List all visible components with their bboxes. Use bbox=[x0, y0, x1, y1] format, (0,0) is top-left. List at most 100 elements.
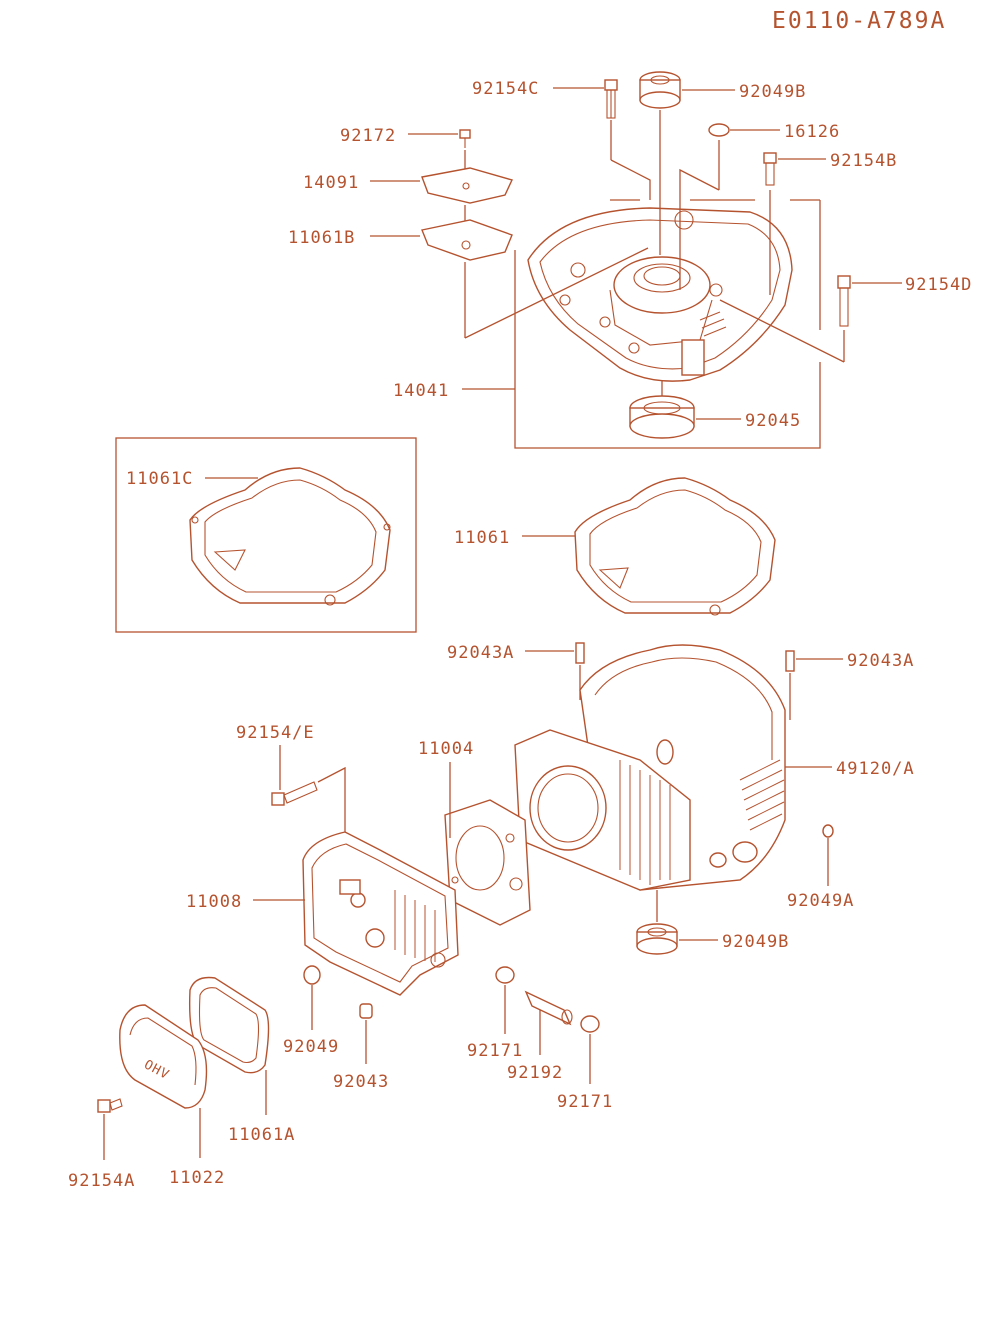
gasket-hole bbox=[324, 594, 336, 606]
leader bbox=[464, 247, 649, 339]
label-11061B: 11061B bbox=[288, 228, 355, 248]
diagram-code: E0110-A789A bbox=[772, 8, 946, 34]
gasket-hole bbox=[505, 833, 515, 843]
bolt-92154D-body bbox=[839, 287, 849, 327]
cover-hole bbox=[628, 342, 640, 354]
cover-hole bbox=[559, 294, 571, 306]
gasket-hole bbox=[191, 516, 199, 524]
rocker-cover-ridge bbox=[129, 1017, 197, 1086]
label-11022: 11022 bbox=[169, 1168, 225, 1188]
cylinder-bore bbox=[529, 765, 607, 851]
label-92043: 92043 bbox=[333, 1072, 389, 1092]
leader bbox=[679, 168, 720, 290]
bolt-92154C-body bbox=[606, 89, 616, 119]
plug-92049A bbox=[822, 824, 834, 838]
cover-tab bbox=[681, 339, 705, 376]
gasket-11004-bore bbox=[455, 825, 505, 891]
bearing-92045-bottom bbox=[629, 413, 695, 439]
crankcase-cover-flange bbox=[539, 219, 781, 370]
label-92171-left: 92171 bbox=[467, 1041, 523, 1061]
leader bbox=[610, 159, 651, 200]
head-valve bbox=[365, 928, 385, 948]
label-92045: 92045 bbox=[745, 411, 801, 431]
gasket-11061A-inner bbox=[198, 987, 260, 1064]
rocker-cover-11022 bbox=[119, 1004, 208, 1109]
bracket-14041 bbox=[514, 250, 821, 449]
label-11061A: 11061A bbox=[228, 1125, 295, 1145]
hose-92192-end bbox=[561, 1009, 573, 1025]
dowel-92043A-right bbox=[785, 650, 795, 672]
label-11004: 11004 bbox=[418, 739, 474, 759]
gasket-11061C bbox=[189, 467, 391, 604]
hose-92192 bbox=[524, 990, 572, 1026]
clamp-92171-left bbox=[495, 966, 515, 984]
gasket-hole bbox=[709, 604, 721, 616]
cylinder-block-group: 92043A 92043A 49120/A 92049A 92049B bbox=[447, 642, 915, 955]
bolt-92154A-body bbox=[109, 1098, 123, 1111]
gasket-11061C-cutout bbox=[213, 549, 246, 571]
cover-hole bbox=[674, 210, 694, 230]
head-fins bbox=[394, 890, 436, 962]
gasket-11061-cutout bbox=[598, 567, 629, 589]
gasket-11004 bbox=[444, 799, 531, 926]
label-92154B: 92154B bbox=[830, 151, 897, 171]
label-92049B-top: 92049B bbox=[739, 82, 806, 102]
label-11061: 11061 bbox=[454, 528, 510, 548]
gasket-hole bbox=[509, 877, 523, 891]
seal-92049B-bottom-base bbox=[636, 937, 678, 955]
bearing-92045-bore bbox=[643, 401, 681, 415]
head-rocker bbox=[350, 892, 366, 908]
label-92192: 92192 bbox=[507, 1063, 563, 1083]
label-11061C: 11061C bbox=[126, 469, 193, 489]
rocker-cover-group: 11061A OHV 11022 92154A bbox=[68, 976, 295, 1191]
label-14091: 14091 bbox=[303, 173, 359, 193]
seal-92049B-bottom-hole bbox=[647, 927, 667, 937]
gasket-hole bbox=[451, 876, 459, 884]
plate-14091 bbox=[421, 167, 513, 204]
part-92049 bbox=[303, 965, 321, 985]
cylinder-fins bbox=[619, 760, 671, 885]
block-port-small bbox=[709, 852, 727, 868]
crankcase-boss bbox=[656, 739, 674, 765]
cover-hole bbox=[599, 316, 611, 328]
leader bbox=[317, 766, 346, 832]
cover-hole bbox=[709, 283, 723, 297]
bolt-92154A-head bbox=[97, 1099, 111, 1113]
leader bbox=[719, 299, 845, 363]
label-92171-right: 92171 bbox=[557, 1092, 613, 1112]
gasket-11061C-box bbox=[115, 437, 417, 633]
block-fins bbox=[739, 759, 785, 831]
plate-hole bbox=[462, 182, 470, 190]
screw-92172 bbox=[459, 129, 471, 139]
label-92154E: 92154/E bbox=[236, 723, 315, 743]
bolt-92154D-head bbox=[837, 275, 851, 289]
label-11008: 11008 bbox=[186, 892, 242, 912]
cylinder-head-group: 92154/E 11008 bbox=[186, 723, 459, 996]
gasket-11061B bbox=[421, 219, 513, 261]
head-hole bbox=[430, 952, 446, 968]
clamp-92171-right bbox=[580, 1015, 600, 1033]
small-parts-group: 92049 92043 92171 92192 92171 bbox=[283, 965, 613, 1112]
label-92049: 92049 bbox=[283, 1037, 339, 1057]
label-92154A: 92154A bbox=[68, 1171, 135, 1191]
label-92172: 92172 bbox=[340, 126, 396, 146]
label-49120A: 49120/A bbox=[836, 759, 915, 779]
gasket-11061 bbox=[574, 477, 776, 614]
seal-92049B-hole bbox=[650, 75, 670, 85]
label-92049B-bottom: 92049B bbox=[722, 932, 789, 952]
label-92049A: 92049A bbox=[787, 891, 854, 911]
part-92043 bbox=[359, 1003, 373, 1019]
bolt-92154E-head bbox=[271, 792, 285, 806]
head-rocker-arm bbox=[339, 879, 361, 895]
bolt-92154B-body bbox=[765, 162, 775, 186]
label-92154D: 92154D bbox=[905, 275, 972, 295]
bolt-92154B-head bbox=[763, 152, 777, 164]
cylinder-bore-inner bbox=[537, 773, 599, 843]
label-92154C: 92154C bbox=[472, 79, 539, 99]
crankcase-rim bbox=[594, 657, 773, 760]
gasket-11061-inner bbox=[589, 489, 762, 603]
gasket-hole bbox=[383, 523, 391, 531]
label-92043A-left: 92043A bbox=[447, 643, 514, 663]
gasket-group: 11061C 11061 bbox=[115, 437, 776, 633]
